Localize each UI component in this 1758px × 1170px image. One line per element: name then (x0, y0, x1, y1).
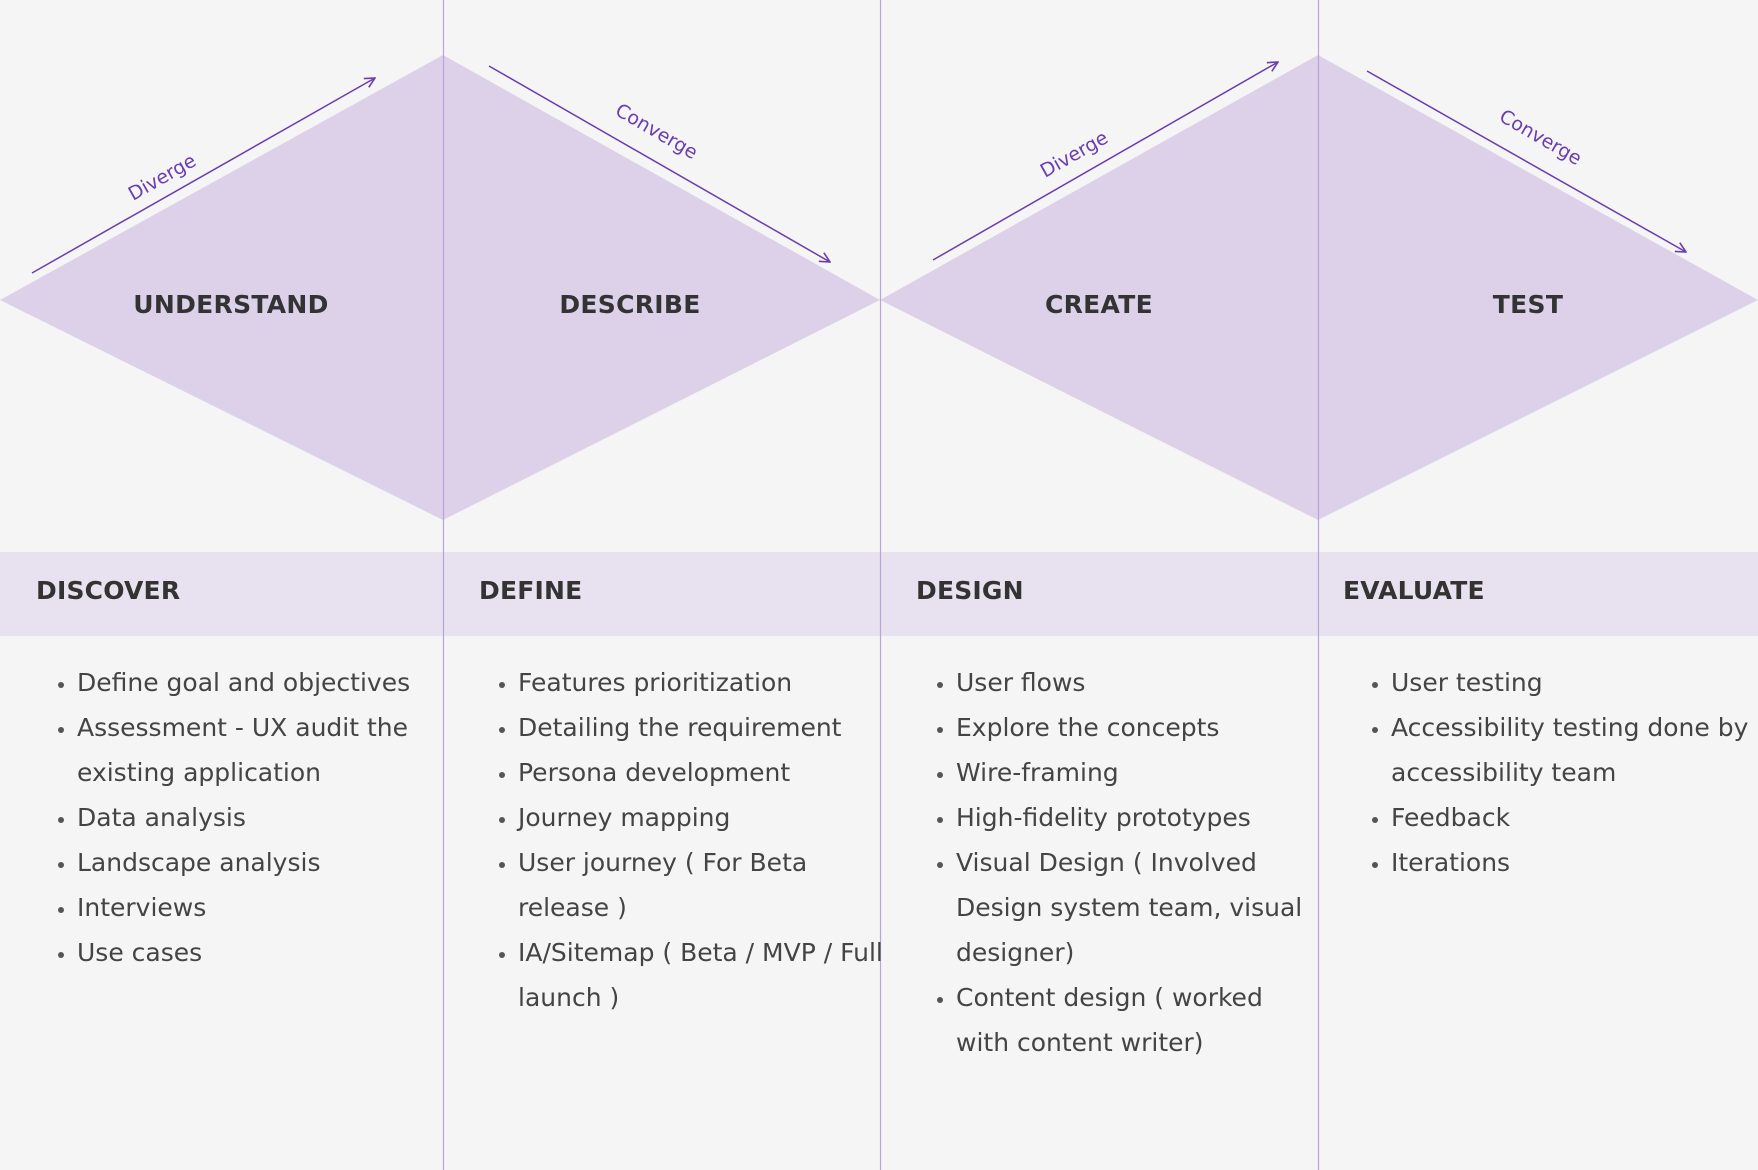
list-item: Iterations (1391, 840, 1758, 885)
converge-label-1: Converge (612, 99, 702, 164)
list-item: Use cases (77, 930, 447, 975)
label-test: TEST (1493, 290, 1563, 319)
converge-arrow-2 (1366, 70, 1686, 252)
diverge-arrow-2 (932, 62, 1278, 261)
phase-title-discover: DISCOVER (36, 576, 181, 605)
list-item: Explore the concepts (956, 705, 1316, 750)
list-item: Visual Design ( Involved Design system t… (956, 840, 1316, 975)
converge-arrow-1 (488, 65, 830, 262)
diverge-label-2: Diverge (1037, 127, 1112, 183)
list-item: High-fidelity prototypes (956, 795, 1316, 840)
diamond-1-shape (0, 55, 880, 520)
list-item: Interviews (77, 885, 447, 930)
list-item: Landscape analysis (77, 840, 447, 885)
list-item: Accessibility testing done by accessibil… (1391, 705, 1758, 795)
phase-title-evaluate: EVALUATE (1343, 576, 1485, 605)
list-item: Assessment - UX audit the existing appli… (77, 705, 447, 795)
diamond-2-shape (880, 55, 1758, 520)
list-item: Features prioritization (518, 660, 888, 705)
list-item: Journey mapping (518, 795, 888, 840)
design-activity-list: User flowsExplore the conceptsWire-frami… (916, 660, 1316, 1065)
phase-header-band (0, 552, 1758, 636)
list-item: User journey ( For Beta release ) (518, 840, 888, 930)
list-item: Feedback (1391, 795, 1758, 840)
evaluate-activity-list: User testingAccessibility testing done b… (1351, 660, 1758, 885)
list-item: IA/Sitemap ( Beta / MVP / Full launch ) (518, 930, 888, 1020)
list-item: Wire-framing (956, 750, 1316, 795)
list-item: Detailing the requirement (518, 705, 888, 750)
discover-activity-list: Define goal and objectivesAssessment - U… (37, 660, 447, 975)
label-describe: DESCRIBE (559, 290, 700, 319)
label-understand: UNDERSTAND (133, 290, 328, 319)
converge-label-2: Converge (1496, 105, 1586, 170)
define-activity-list: Features prioritizationDetailing the req… (478, 660, 888, 1020)
list-item: Data analysis (77, 795, 447, 840)
diverge-arrow-1 (31, 78, 375, 274)
list-item: User testing (1391, 660, 1758, 705)
list-item: User flows (956, 660, 1316, 705)
list-item: Define goal and objectives (77, 660, 447, 705)
list-item: Persona development (518, 750, 888, 795)
phase-title-design: DESIGN (916, 576, 1024, 605)
list-item: Content design ( worked with content wri… (956, 975, 1316, 1065)
diamond-graphic: Diverge Converge Diverge Converge UNDERS… (0, 55, 1758, 520)
phase-title-define: DEFINE (479, 576, 583, 605)
label-create: CREATE (1045, 290, 1153, 319)
